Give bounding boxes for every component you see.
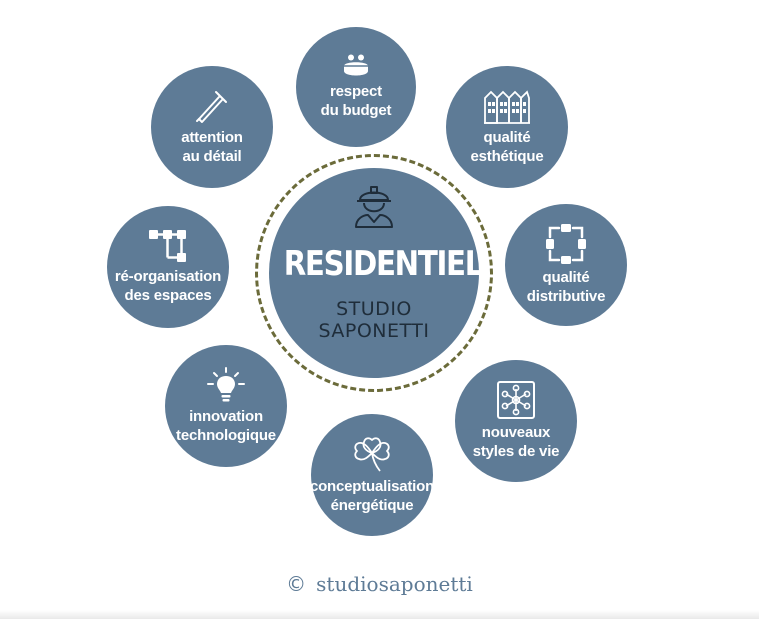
bubble-budget-line1: respect bbox=[330, 83, 382, 100]
clover-icon bbox=[354, 437, 390, 472]
bubble-innovation-line2: technologique bbox=[176, 427, 276, 444]
buildings-icon bbox=[484, 90, 530, 124]
bubble-esthetique-line2: esthétique bbox=[470, 148, 544, 165]
bottom-shadow-bar bbox=[0, 610, 759, 619]
distribution-diagram-icon bbox=[546, 224, 586, 264]
bubble-distributive-line1: qualité bbox=[542, 269, 590, 286]
coin-purse-icon bbox=[344, 54, 368, 76]
footer-credit: © studiosaponetti bbox=[0, 572, 759, 596]
worker-helmet-icon bbox=[355, 186, 393, 228]
bubble-budget: respect du budget bbox=[296, 27, 416, 147]
bubble-energetique: conceptualisation énergétique bbox=[309, 414, 435, 536]
bubble-innovation: innovation technologique bbox=[165, 345, 287, 467]
bubble-distributive-line2: distributive bbox=[526, 288, 606, 305]
subtitle-line-2: SAPONETTI bbox=[318, 320, 430, 342]
copyright-icon: © bbox=[286, 572, 307, 596]
bubble-styles-line1: nouveaux bbox=[481, 424, 551, 441]
subtitle-line-1: STUDIO bbox=[336, 298, 412, 320]
flow-chart-icon bbox=[149, 230, 186, 262]
center-title: RESIDENTIEL bbox=[283, 244, 484, 284]
bubble-styles: nouveaux styles de vie bbox=[455, 360, 577, 482]
bubble-energetique-line2: énergétique bbox=[330, 497, 414, 514]
center-circle bbox=[269, 168, 479, 378]
bubble-esthetique: qualité esthétique bbox=[446, 66, 568, 188]
bubble-espaces-line1: ré-organisation bbox=[114, 268, 222, 285]
center-subtitle: STUDIO SAPONETTI bbox=[269, 298, 479, 342]
bubble-detail-line1: attention bbox=[181, 129, 243, 146]
dashed-ring bbox=[255, 154, 493, 392]
bubble-espaces: ré-organisation des espaces bbox=[107, 206, 229, 328]
bubble-detail: attention au détail bbox=[151, 66, 273, 188]
light-bulb-icon bbox=[207, 367, 245, 402]
network-icon bbox=[497, 381, 535, 419]
nail-icon bbox=[196, 91, 227, 123]
bubble-energetique-line1: conceptualisation bbox=[309, 478, 435, 495]
bubble-espaces-line2: des espaces bbox=[124, 287, 212, 304]
bubble-distributive: qualité distributive bbox=[505, 204, 627, 326]
bubble-detail-line2: au détail bbox=[182, 148, 242, 165]
bubble-esthetique-line1: qualité bbox=[483, 129, 531, 146]
bubble-styles-line2: styles de vie bbox=[472, 443, 560, 460]
bubble-budget-line2: du budget bbox=[320, 102, 392, 119]
footer-text: studiosaponetti bbox=[316, 572, 473, 596]
bubble-innovation-line1: innovation bbox=[189, 408, 263, 425]
